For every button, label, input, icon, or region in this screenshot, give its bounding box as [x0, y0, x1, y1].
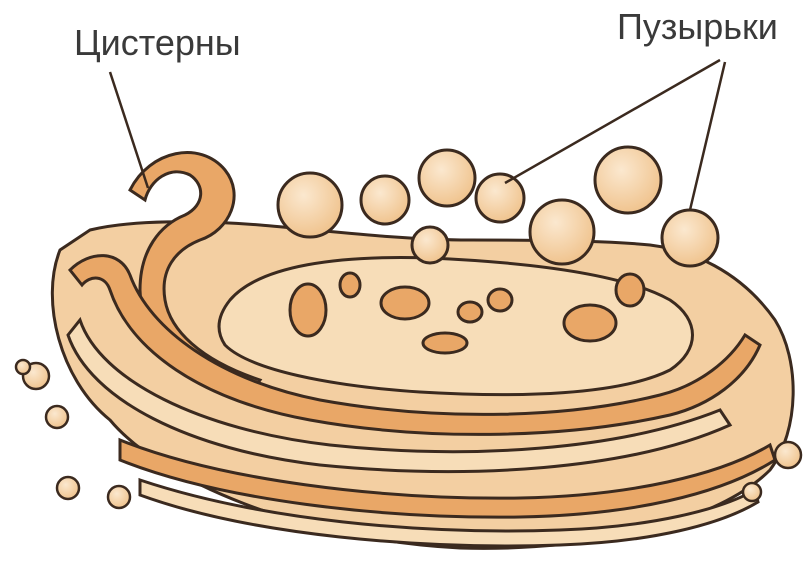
- vesicle-bud-5: [530, 200, 594, 264]
- vesicle-loose-6: [775, 442, 801, 468]
- fenestra-7: [616, 274, 644, 306]
- leader-vesicles-2: [690, 62, 725, 210]
- vesicle-bud-1: [278, 173, 342, 237]
- vesicle-bud-7: [412, 227, 448, 263]
- vesicle-bud-3: [419, 150, 475, 206]
- vesicle-bud-2: [361, 176, 409, 224]
- fenestra-4: [458, 302, 482, 322]
- vesicle-free-top: [595, 147, 661, 213]
- vesicle-loose-2: [46, 406, 68, 428]
- fenestra-2: [340, 273, 360, 297]
- vesicle-loose-7: [743, 483, 761, 501]
- vesicle-loose-5: [16, 360, 30, 374]
- fenestra-8: [423, 333, 467, 353]
- label-cisterns: Цистерны: [74, 22, 241, 64]
- fenestra-1: [290, 284, 326, 336]
- vesicle-loose-3: [57, 477, 79, 499]
- leader-cisterns: [110, 72, 148, 188]
- label-vesicles: Пузырьки: [617, 6, 778, 48]
- vesicle-bud-6: [662, 210, 718, 266]
- vesicle-loose-4: [108, 486, 130, 508]
- fenestra-5: [488, 289, 512, 311]
- fenestra-3: [381, 287, 429, 319]
- fenestra-6: [564, 305, 616, 341]
- vesicle-bud-4: [476, 174, 524, 222]
